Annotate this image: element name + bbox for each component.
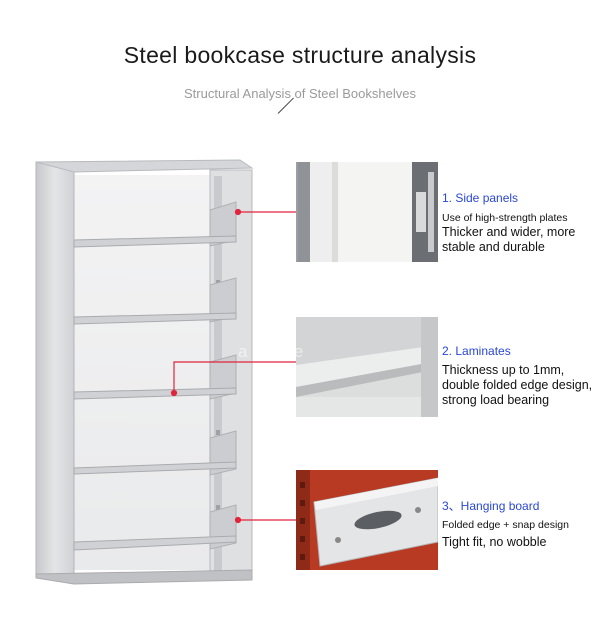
feature-line: stable and durable [442,240,545,254]
feature-desc-side-panels: Use of high-strength plates [442,211,568,226]
left-side-panel [35,161,75,583]
feature-line: strong load bearing [442,393,550,407]
feature-line: Folded edge + snap design [442,519,569,531]
laminate-photo [296,317,438,417]
side-panel-photo [296,162,438,262]
hanging-board-photo [296,470,438,570]
feature-line: Use of high-strength plates [442,212,568,224]
bookcase-drawing [35,159,254,585]
top-panel [35,159,254,173]
bookcase-illustration [30,150,260,600]
feature-desc-side-panels-2: Thicker and wider, more stable and durab… [442,225,575,255]
page-subtitle: Structural Analysis of Steel Bookshelves [184,86,416,101]
feature-title-laminates: 2. Laminates [442,344,511,358]
feature-line: Thicker and wider, more [442,225,576,239]
feature-line: Thickness up to 1mm, [442,363,565,377]
feature-title-side-panels: 1. Side panels [442,191,519,205]
base-plinth [35,569,253,585]
shelves [73,235,237,551]
feature-line: Tight fit, no wobble [442,535,547,549]
feature-line: double folded edge design, [442,378,593,392]
feature-desc-hanging-board: Folded edge + snap design [442,518,569,533]
watermark: a Office [238,342,305,361]
feature-desc-hanging-board-2: Tight fit, no wobble [442,535,546,550]
feature-desc-laminates: Thickness up to 1mm, double folded edge … [442,363,592,408]
page-title: Steel bookcase structure analysis [123,42,477,68]
feature-title-hanging-board: 3、Hanging board [442,499,540,513]
